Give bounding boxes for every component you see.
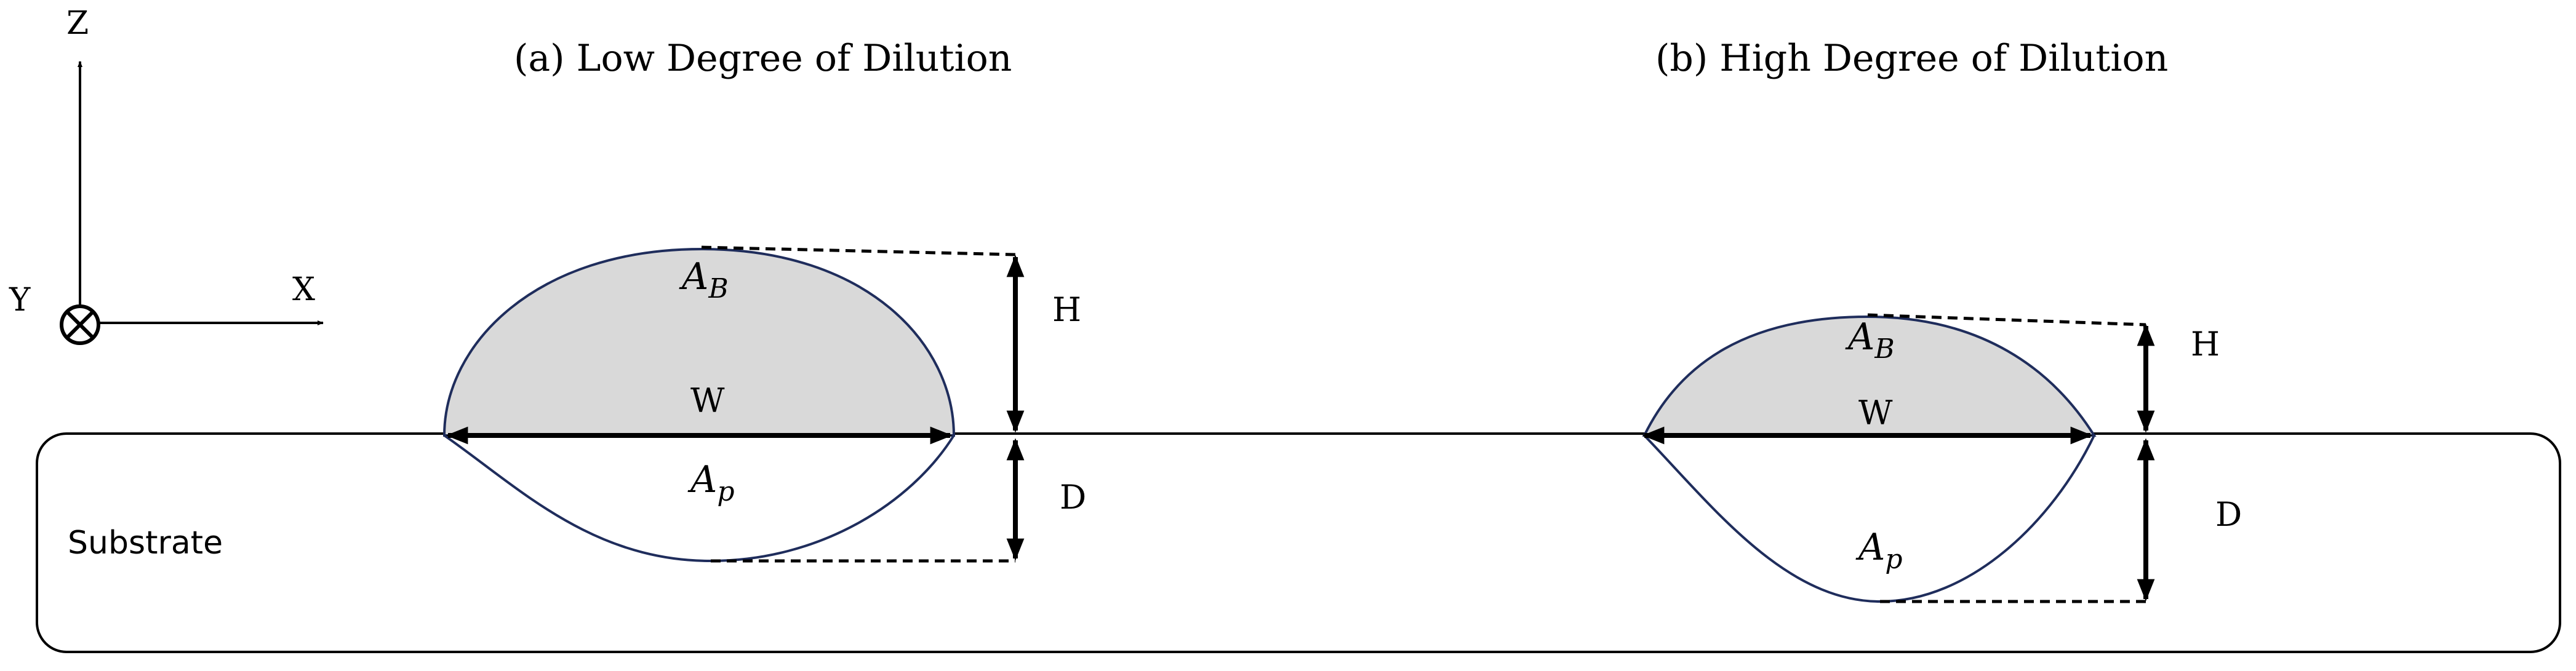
panel-b-bead: [1642, 315, 2097, 437]
panel-a-depth-label: D: [1060, 478, 1086, 517]
coordinate-axes: Z X Y: [9, 5, 324, 345]
panel-b-height-dash: [1867, 313, 2146, 327]
panel-b-width-label: W: [1858, 394, 1893, 432]
y-axis-into-page-icon: [60, 304, 100, 345]
panel-b-title: (b) High Degree of Dilution: [1655, 37, 2168, 80]
y-axis-label: Y: [9, 282, 31, 319]
z-axis-label: Z: [66, 5, 89, 42]
substrate-outline: [36, 432, 2561, 653]
panel-b: (b) High Degree of Dilution AB W Ap H D: [1642, 37, 2242, 603]
panel-a-height-label: H: [1052, 290, 1081, 329]
x-axis-label: X: [292, 271, 315, 308]
panel-a-bead: [442, 247, 956, 437]
panel-a-penetration-area-label: Ap: [687, 458, 735, 507]
panel-b-bead-area-label: AB: [1845, 316, 1895, 365]
panel-a-penetration: [443, 434, 955, 563]
substrate-label: Substrate: [68, 525, 223, 562]
substrate: Substrate: [36, 432, 2561, 653]
panel-a-width-label: W: [690, 381, 725, 420]
panel-a-title: (a) Low Degree of Dilution: [514, 37, 1012, 80]
panel-b-height-label: H: [2191, 325, 2220, 363]
panel-a-bead-area-label: AB: [679, 255, 729, 304]
panel-a: (a) Low Degree of Dilution AB W Ap H D: [442, 37, 1086, 563]
panel-b-penetration-area-label: Ap: [1855, 526, 1903, 575]
panel-a-height-dash: [701, 245, 1016, 256]
panel-b-depth-label: D: [2215, 495, 2242, 534]
